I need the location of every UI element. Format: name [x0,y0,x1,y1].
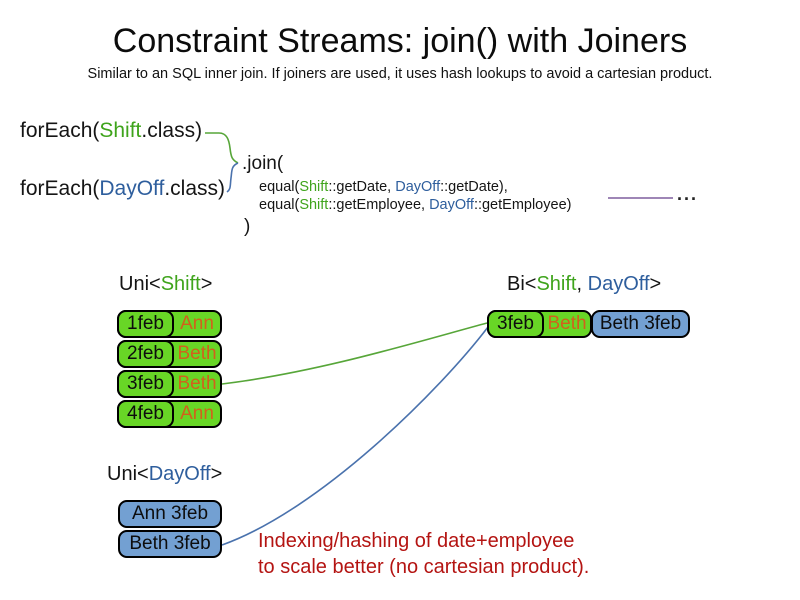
code-join-close: ) [244,216,251,237]
code-foreach-shift: forEach(Shift.class) [20,119,202,143]
table-row: 1feb Ann [117,310,222,338]
label-text: , [576,273,588,295]
table-row: 3feb Beth [117,370,222,398]
dayoff-type-token: DayOff [587,273,650,295]
dayoff-type-token: DayOff [148,463,211,485]
table-row: Ann 3feb [118,500,222,528]
bi-row-dayoff-part: Beth 3feb [591,310,690,338]
code-join-open: .join( [242,153,284,174]
shift-date-cell: 4feb [117,400,174,428]
shift-to-bi-connector [221,322,488,385]
code-text: forEach( [20,119,100,142]
code-text: ::getDate), [440,179,508,195]
label-text: > [649,273,662,295]
code-text: ::getEmployee, [328,197,430,213]
shift-type-token: Shift [536,273,577,295]
shift-date-cell: 1feb [117,310,174,338]
label-text: Uni< [107,463,149,485]
shift-employee-cell: Beth [547,313,587,334]
label-text: > [200,273,213,295]
code-text: equal( [259,179,300,195]
shift-employee-cell: Beth [177,343,217,364]
dayoff-class-token: DayOff [429,197,474,213]
code-foreach-dayoff: forEach(DayOff.class) [20,177,225,201]
shift-class-token: Shift [299,197,329,213]
shift-date-cell: 2feb [117,340,174,368]
code-joiner-employee: equal(Shift::getEmployee, DayOff::getEmp… [259,197,571,213]
brace-bottom-connector [226,162,239,193]
shift-employee-cell: Ann [180,403,214,424]
table-row: 4feb Ann [117,400,222,428]
dayoff-class-token: DayOff [99,177,165,200]
page-title: Constraint Streams: join() with Joiners [112,22,688,60]
shift-class-token: Shift [99,119,142,142]
label-text: Bi< [507,273,537,295]
code-text: .class) [164,177,226,200]
code-text: ::getDate, [328,179,396,195]
table-row: 2feb Beth [117,340,222,368]
annotation-text: Indexing/hashing of date+employee to sca… [258,528,589,580]
code-text: equal( [259,197,300,213]
label-text: Uni< [119,273,161,295]
subtitle: Similar to an SQL inner join. If joiners… [87,66,713,82]
shift-employee-cell: Beth [177,373,217,394]
code-text: forEach( [20,177,100,200]
code-joiner-date: equal(Shift::getDate, DayOff::getDate), [259,179,508,195]
shift-type-token: Shift [160,273,201,295]
dayoff-to-bi-connector [221,326,489,546]
shift-employee-cell: Ann [180,313,214,334]
bi-row-shift-part: 3feb Beth [487,310,592,338]
code-text: .class) [141,119,203,142]
annotation-line: Indexing/hashing of date+employee [258,530,575,552]
shift-date-cell: 3feb [117,370,174,398]
label-text: > [210,463,223,485]
uni-dayoff-label: Uni<DayOff> [107,463,222,486]
dayoff-class-token: DayOff [395,179,441,195]
shift-class-token: Shift [299,179,329,195]
code-text: ::getEmployee) [473,197,572,213]
brace-top-connector [205,132,239,164]
shift-date-cell: 3feb [487,310,544,338]
more-joiners-ellipsis: ... [677,184,699,204]
bi-label: Bi<Shift, DayOff> [507,273,661,296]
annotation-line: to scale better (no cartesian product). [258,556,590,578]
table-row: Beth 3feb [118,530,222,558]
uni-shift-label: Uni<Shift> [119,273,212,296]
